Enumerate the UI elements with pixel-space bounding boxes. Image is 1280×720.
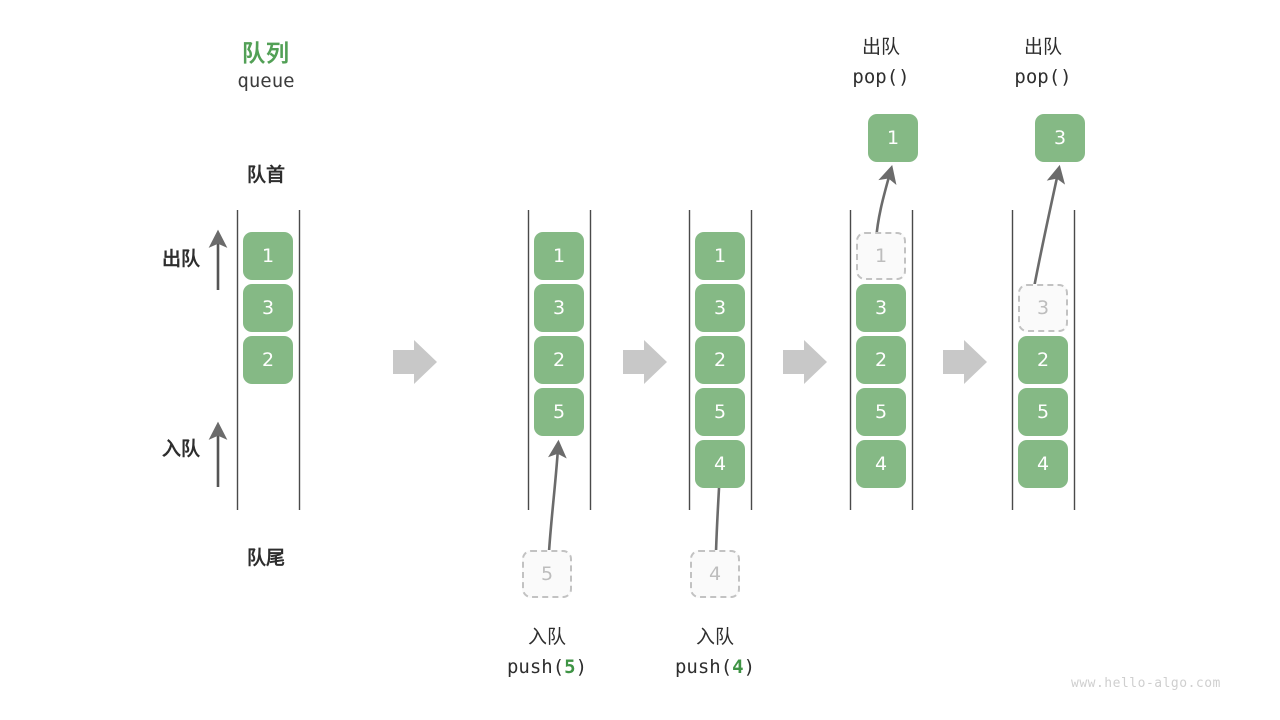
- pop-arrow-3: [1031, 164, 1066, 294]
- queue-cell[interactable]: 5: [856, 388, 906, 436]
- op-label-push-4-code: push(4): [635, 656, 795, 678]
- watermark: www.hello-algo.com: [1071, 676, 1221, 691]
- queue-cell[interactable]: 2: [1018, 336, 1068, 384]
- queue-cell[interactable]: 5: [534, 388, 584, 436]
- queue-cell-removed[interactable]: 3: [1018, 284, 1068, 332]
- flow-arrow-2: [623, 340, 667, 384]
- page-subtitle: queue: [237, 70, 295, 92]
- push-arrow-5: [547, 439, 567, 553]
- op-code-prefix: push(: [506, 656, 565, 678]
- queue-cell[interactable]: 4: [856, 440, 906, 488]
- side-label-push: 入队: [161, 438, 200, 460]
- queue-cell[interactable]: 1: [695, 232, 745, 280]
- op-label-push-5-code: push(5): [467, 656, 627, 678]
- page-title: 队列: [242, 41, 290, 67]
- queue-cell[interactable]: 2: [534, 336, 584, 384]
- queue-cell[interactable]: 3: [695, 284, 745, 332]
- queue-cell[interactable]: 4: [1018, 440, 1068, 488]
- op-label-pop-1-cn: 出队: [861, 36, 900, 58]
- outgoing-element-3[interactable]: 3: [1035, 114, 1085, 162]
- op-code-value: 4: [732, 656, 744, 678]
- queue-cell[interactable]: 5: [1018, 388, 1068, 436]
- queue-head-label: 队首: [246, 164, 285, 186]
- side-label-pop: 出队: [161, 248, 200, 270]
- queue-cell[interactable]: 5: [695, 388, 745, 436]
- queue-cell[interactable]: 3: [243, 284, 293, 332]
- op-label-push-5-cn: 入队: [527, 626, 566, 648]
- queue-cell[interactable]: 2: [243, 336, 293, 384]
- op-code-value: 5: [564, 656, 576, 678]
- queue-cell[interactable]: 1: [243, 232, 293, 280]
- op-label-pop-1-code: pop(): [852, 66, 910, 88]
- flow-arrow-4: [943, 340, 987, 384]
- queue-cell[interactable]: 2: [695, 336, 745, 384]
- outgoing-element-1[interactable]: 1: [868, 114, 918, 162]
- op-code-suffix: ): [743, 656, 756, 678]
- queue-cell-removed[interactable]: 1: [856, 232, 906, 280]
- queue-cell[interactable]: 3: [856, 284, 906, 332]
- op-code-suffix: ): [575, 656, 588, 678]
- flow-arrow-3: [783, 340, 827, 384]
- incoming-element-5[interactable]: 5: [522, 550, 572, 598]
- incoming-element-4[interactable]: 4: [690, 550, 740, 598]
- queue-cell[interactable]: 2: [856, 336, 906, 384]
- queue-cell[interactable]: 4: [695, 440, 745, 488]
- op-code-prefix: push(: [674, 656, 733, 678]
- queue-cell[interactable]: 3: [534, 284, 584, 332]
- queue-tail-label: 队尾: [246, 547, 285, 569]
- flow-arrow-1: [393, 340, 437, 384]
- queue-cell[interactable]: 1: [534, 232, 584, 280]
- op-label-pop-3-code: pop(): [1014, 66, 1072, 88]
- pop-arrow-1: [874, 164, 897, 241]
- op-label-pop-3-cn: 出队: [1023, 36, 1062, 58]
- op-label-push-4-cn: 入队: [695, 626, 734, 648]
